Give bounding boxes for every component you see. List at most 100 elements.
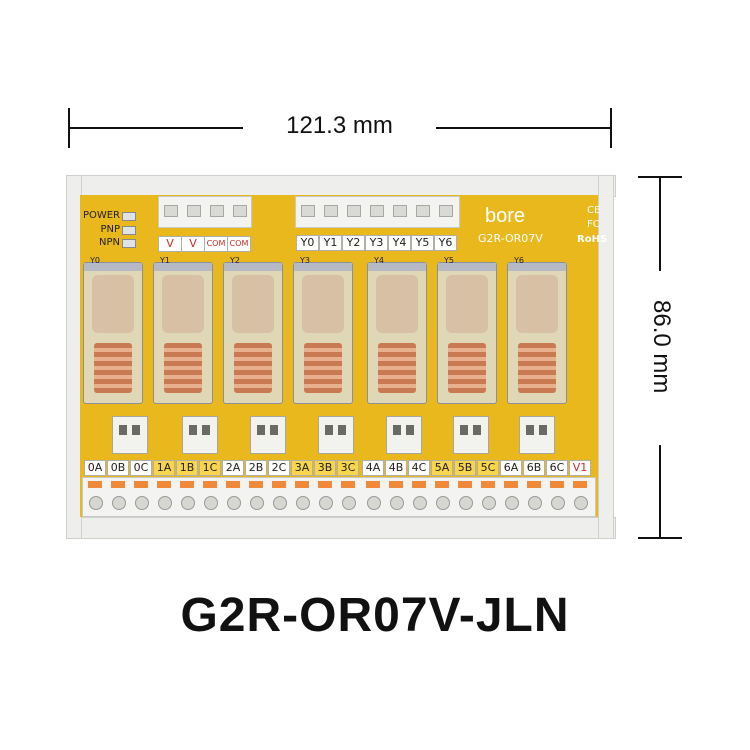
push-button[interactable] — [111, 481, 125, 488]
led-label-npn: NPN — [99, 237, 120, 248]
push-button[interactable] — [504, 481, 518, 488]
terminal-latch[interactable] — [210, 205, 224, 217]
height-dim-tick-bottom — [638, 537, 682, 539]
relay-mark: Y2 — [230, 256, 240, 265]
model-silkscreen: G2R-OR07V — [478, 232, 543, 245]
pnp-led — [122, 226, 136, 235]
relay-connector[interactable] — [318, 416, 354, 454]
height-dim-line-bottom — [659, 445, 661, 538]
height-dim-line-top — [659, 176, 661, 271]
npn-led — [122, 239, 136, 248]
terminal-latch[interactable] — [370, 205, 384, 217]
ce-mark: CE — [587, 205, 601, 216]
push-button[interactable] — [389, 481, 403, 488]
wire-entry — [319, 496, 333, 510]
input-terminal-block — [295, 196, 460, 228]
relay-connector[interactable] — [386, 416, 422, 454]
brand-logo: bore — [485, 205, 526, 227]
relay: Y1 — [153, 256, 213, 404]
output-terminal-label: 6C — [546, 460, 568, 476]
output-terminal-label: 3C — [337, 460, 359, 476]
relay-connector[interactable] — [453, 416, 489, 454]
push-button[interactable] — [203, 481, 217, 488]
wire-entry — [482, 496, 496, 510]
wire-entry — [227, 496, 241, 510]
push-button[interactable] — [481, 481, 495, 488]
width-dim-line-right — [436, 127, 612, 129]
wire-entry — [181, 496, 195, 510]
relay: Y3 — [293, 256, 353, 404]
output-terminal-label: 3B — [314, 460, 336, 476]
push-button[interactable] — [226, 481, 240, 488]
power-terminal-block — [158, 196, 252, 228]
relay-connector[interactable] — [250, 416, 286, 454]
push-button[interactable] — [412, 481, 426, 488]
terminal-latch[interactable] — [347, 205, 361, 217]
push-button[interactable] — [573, 481, 587, 488]
output-terminal-label: 2A — [222, 460, 244, 476]
relay-connector[interactable] — [112, 416, 148, 454]
relay: Y5 — [437, 256, 497, 404]
wire-entry — [296, 496, 310, 510]
push-button[interactable] — [180, 481, 194, 488]
rohs-mark: RoHS — [577, 234, 608, 245]
terminal-latch[interactable] — [393, 205, 407, 217]
push-button[interactable] — [134, 481, 148, 488]
input-terminal-label: Y1 — [319, 235, 342, 251]
relay: Y6 — [507, 256, 567, 404]
relay-connector[interactable] — [519, 416, 555, 454]
push-button[interactable] — [550, 481, 564, 488]
led-label-power: POWER — [82, 210, 120, 221]
wire-entry — [158, 496, 172, 510]
terminal-latch[interactable] — [301, 205, 315, 217]
wire-entry — [505, 496, 519, 510]
wire-entry — [342, 496, 356, 510]
relay-mark: Y1 — [160, 256, 170, 265]
input-terminal-label: Y0 — [296, 235, 319, 251]
push-button[interactable] — [458, 481, 472, 488]
height-dim-label: 86.0 mm — [648, 300, 675, 394]
power-terminal-com2: COM — [227, 236, 251, 252]
push-button[interactable] — [318, 481, 332, 488]
terminal-latch[interactable] — [439, 205, 453, 217]
terminal-latch[interactable] — [324, 205, 338, 217]
push-button[interactable] — [272, 481, 286, 488]
output-terminal-label: 1C — [199, 460, 221, 476]
width-dim-line-left — [68, 127, 243, 129]
push-button[interactable] — [435, 481, 449, 488]
din-rail-right — [598, 175, 614, 539]
wire-entry — [528, 496, 542, 510]
push-button[interactable] — [157, 481, 171, 488]
push-button[interactable] — [88, 481, 102, 488]
power-terminal-v1: V — [158, 236, 182, 252]
push-button[interactable] — [527, 481, 541, 488]
push-button[interactable] — [341, 481, 355, 488]
output-terminal-label: 5C — [477, 460, 499, 476]
relay-connector[interactable] — [182, 416, 218, 454]
push-button[interactable] — [366, 481, 380, 488]
output-terminal-label: 0C — [130, 460, 152, 476]
wire-entry — [273, 496, 287, 510]
terminal-latch[interactable] — [233, 205, 247, 217]
relay: Y4 — [367, 256, 427, 404]
wire-entry — [367, 496, 381, 510]
wire-entry — [112, 496, 126, 510]
output-terminal-label: 4A — [362, 460, 384, 476]
wire-entry — [204, 496, 218, 510]
push-button[interactable] — [295, 481, 309, 488]
relay: Y0 — [83, 256, 143, 404]
push-button[interactable] — [249, 481, 263, 488]
din-rail-bottom — [66, 517, 616, 539]
terminal-latch[interactable] — [187, 205, 201, 217]
input-terminal-label: Y6 — [434, 235, 457, 251]
terminal-latch[interactable] — [416, 205, 430, 217]
relay-mark: Y4 — [374, 256, 384, 265]
wire-entry — [390, 496, 404, 510]
terminal-latch[interactable] — [164, 205, 178, 217]
wire-entry — [551, 496, 565, 510]
output-terminal-label: 6B — [523, 460, 545, 476]
output-terminal-label: 0B — [107, 460, 129, 476]
output-terminal-label: 0A — [84, 460, 106, 476]
power-terminal-com1: COM — [204, 236, 228, 252]
output-terminal-label: 4C — [408, 460, 430, 476]
